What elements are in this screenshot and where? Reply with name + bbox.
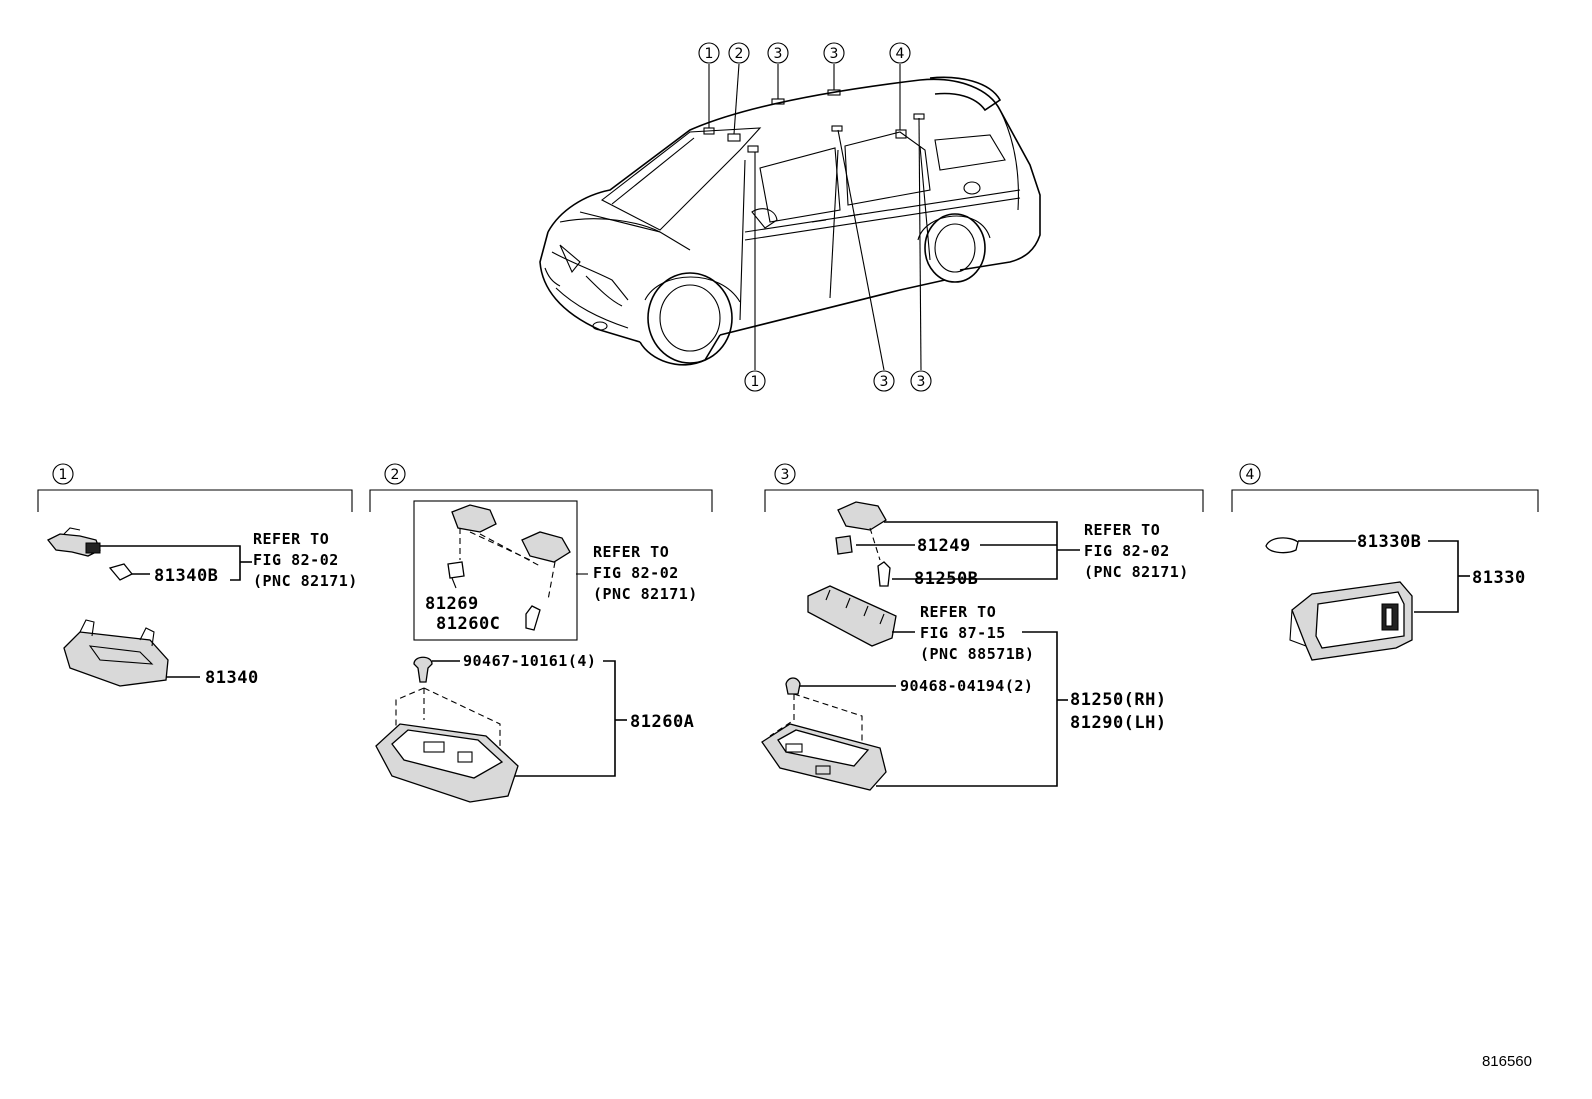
section-2-refer-line2: FIG 82-02 bbox=[593, 564, 679, 582]
bulb-81340b bbox=[108, 563, 134, 581]
section-3-refer-line1: REFER TO bbox=[1084, 521, 1160, 539]
section-1-refer-line1: REFER TO bbox=[253, 530, 329, 548]
car-callouts-bottom: 1 3 3 bbox=[744, 370, 932, 392]
section-3-refer-line3: (PNC 82171) bbox=[1084, 563, 1189, 581]
section-1: 1 REFER TO FIG 82-02 (PNC 82171) 81340B … bbox=[37, 463, 358, 688]
part-label-81340: 81340 bbox=[205, 668, 259, 688]
socket-81269 bbox=[447, 561, 465, 579]
section-2-refer-line3: (PNC 82171) bbox=[593, 585, 698, 603]
section-3-refer2-line1: REFER TO bbox=[920, 603, 996, 621]
lens-right bbox=[521, 531, 571, 563]
vehicle-leader-lines bbox=[708, 63, 922, 371]
part-label-81340b: 81340B bbox=[154, 566, 218, 586]
section-2-number: 2 bbox=[391, 467, 400, 483]
section-3-number: 3 bbox=[781, 467, 790, 483]
callout-top-5: 4 bbox=[896, 46, 905, 62]
lens-left bbox=[451, 504, 497, 533]
bulb-81260c bbox=[525, 605, 541, 631]
section-1-refer-line2: FIG 82-02 bbox=[253, 551, 339, 569]
part-label-81250rh: 81250(RH) bbox=[1070, 690, 1167, 710]
callout-top-4: 3 bbox=[830, 46, 839, 62]
callout-bottom-3: 3 bbox=[917, 374, 926, 390]
section-3: 3 81249 81250B REFER TO FIG 82-02 (PNC 8… bbox=[761, 463, 1204, 791]
part-label-90467-10161: 90467-10161(4) bbox=[463, 652, 596, 670]
socket bbox=[835, 535, 853, 555]
section-3-refer-line2: FIG 82-02 bbox=[1084, 542, 1170, 560]
figure-id: 816560 bbox=[1482, 1053, 1532, 1070]
section-2: 2 81269 81260C REFER TO FIG 82-02 (PNC 8… bbox=[369, 463, 713, 803]
part-label-81290lh: 81290(LH) bbox=[1070, 713, 1167, 733]
part-label-81260c: 81260C bbox=[436, 614, 500, 634]
clip-90468 bbox=[785, 677, 801, 695]
callout-top-2: 2 bbox=[735, 46, 744, 62]
part-label-81330: 81330 bbox=[1472, 568, 1526, 588]
section-1-refer-line3: (PNC 82171) bbox=[253, 572, 358, 590]
lens-81249 bbox=[837, 501, 887, 531]
callout-top-3: 3 bbox=[774, 46, 783, 62]
section-1-number: 1 bbox=[59, 467, 68, 483]
section-2-refer-line1: REFER TO bbox=[593, 543, 669, 561]
part-label-81260a: 81260A bbox=[630, 712, 694, 732]
part-label-90468-04194: 90468-04194(2) bbox=[900, 677, 1033, 695]
part-label-81269: 81269 bbox=[425, 594, 479, 614]
section-3-refer2-line2: FIG 87-15 bbox=[920, 624, 1006, 642]
section-3-refer2-line3: (PNC 88571B) bbox=[920, 645, 1034, 663]
callout-top-1: 1 bbox=[705, 46, 714, 62]
part-label-81249: 81249 bbox=[917, 536, 971, 556]
part-label-81330b: 81330B bbox=[1357, 532, 1421, 552]
bulb-81250b bbox=[877, 561, 891, 587]
section-4: 4 81330B 81330 bbox=[1231, 463, 1539, 661]
clip-90467 bbox=[413, 656, 433, 683]
callout-bottom-2: 3 bbox=[880, 374, 889, 390]
callout-bottom-1: 1 bbox=[751, 374, 760, 390]
harness-connector bbox=[807, 585, 897, 647]
section-4-number: 4 bbox=[1246, 467, 1255, 483]
vehicle-illustration bbox=[539, 76, 1041, 366]
part-label-81250b: 81250B bbox=[914, 569, 978, 589]
bulb-81330b bbox=[1265, 537, 1299, 554]
car-callouts-top: 1 2 3 3 4 bbox=[698, 42, 911, 64]
